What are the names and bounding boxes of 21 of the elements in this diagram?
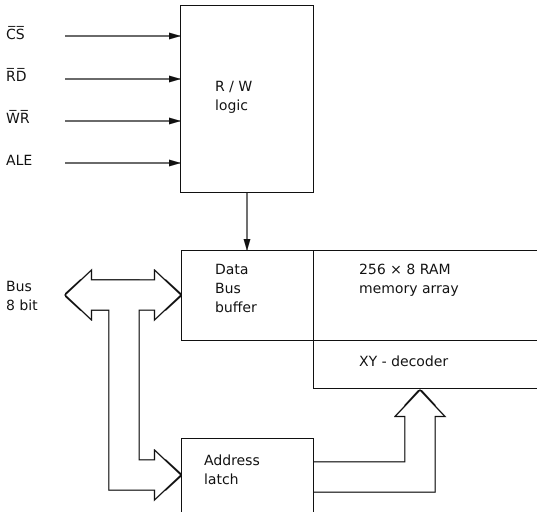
arrow [65,76,181,82]
block-box [181,250,314,341]
arrow [244,193,250,251]
arrow [65,118,181,124]
signal-label: W̅R̅ [6,110,65,132]
block-box [313,340,537,389]
block-label: R / W logic [215,78,254,116]
signal-label: Bus 8 bit [6,278,65,318]
block-box [180,5,314,193]
block-label: XY - decoder [359,353,450,372]
bus-arrow [64,269,182,321]
signal-label: C̅S̅ [6,26,65,48]
arrow [65,32,181,40]
block-label: Address latch [204,452,261,490]
block-label: Data Bus buffer [215,261,258,318]
signal-label: R̅D̅ [6,68,65,90]
block-label: 256 × 8 RAM memory array [359,261,460,299]
bus-arrow [314,389,446,493]
arrow [65,160,181,166]
signal-label: ALE [6,152,65,174]
block-box [181,438,314,512]
